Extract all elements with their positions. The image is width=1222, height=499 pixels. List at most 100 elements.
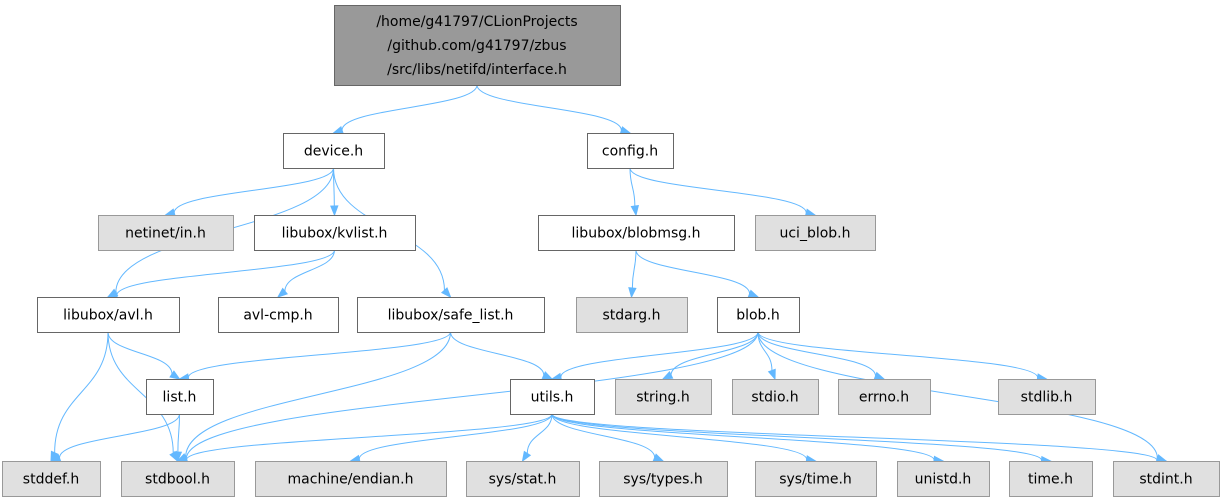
edge-list-to-stddef bbox=[49, 413, 180, 462]
edge-line bbox=[58, 413, 180, 459]
edge-line bbox=[551, 413, 1158, 461]
edge-arrowhead bbox=[440, 287, 452, 299]
edge-line bbox=[560, 331, 759, 378]
edge-line bbox=[631, 249, 637, 289]
edge-blob-to-stdlib bbox=[757, 331, 1048, 382]
edge-line bbox=[757, 331, 877, 376]
edge-utils-to-sys_time bbox=[551, 413, 817, 464]
node-label: stdlib.h bbox=[1021, 390, 1073, 406]
edge-safe_list-to-list bbox=[178, 331, 451, 382]
edge-arrowhead bbox=[332, 125, 344, 134]
node-box bbox=[255, 461, 447, 497]
edge-safe_list-to-utils bbox=[450, 331, 554, 380]
node-sys-types[interactable]: sys/types.h bbox=[599, 461, 728, 497]
edge-arrowhead bbox=[619, 126, 632, 135]
edge-config-to-blobmsg bbox=[629, 167, 639, 217]
node-safe-list[interactable]: libubox/safe_list.h bbox=[357, 297, 545, 333]
edge-utils-to-sys_stat bbox=[521, 413, 553, 463]
node-box bbox=[576, 297, 688, 333]
node-interface[interactable]: /home/g41797/CLionProjects/github.com/g4… bbox=[334, 5, 621, 86]
edge-line bbox=[476, 84, 622, 131]
node-box bbox=[755, 215, 876, 251]
node-box bbox=[146, 379, 214, 415]
edge-arrowhead bbox=[330, 205, 339, 217]
node-label: libubox/kvlist.h bbox=[282, 226, 388, 242]
node-stdarg[interactable]: stdarg.h bbox=[576, 297, 688, 333]
node-box bbox=[615, 379, 712, 415]
node-blobmsg[interactable]: libubox/blobmsg.h bbox=[538, 215, 735, 251]
edge-line bbox=[187, 331, 451, 378]
node-label: sys/types.h bbox=[623, 472, 702, 488]
edge-line bbox=[757, 331, 1158, 459]
edge-line bbox=[173, 167, 334, 213]
edge-line bbox=[116, 249, 335, 296]
edge-arrowhead bbox=[767, 368, 776, 381]
node-box bbox=[357, 297, 545, 333]
edge-device-to-netinet_in bbox=[164, 167, 334, 217]
node-label: stdarg.h bbox=[603, 308, 661, 324]
node-kvlist[interactable]: libubox/kvlist.h bbox=[254, 215, 416, 251]
node-sys-stat[interactable]: sys/stat.h bbox=[466, 461, 580, 497]
node-label: netinet/in.h bbox=[125, 226, 206, 242]
edge-line bbox=[635, 249, 751, 294]
edge-line bbox=[450, 331, 545, 376]
node-label: utils.h bbox=[531, 390, 574, 406]
edge-line bbox=[107, 331, 174, 454]
node-device[interactable]: device.h bbox=[283, 133, 385, 169]
edge-line bbox=[551, 413, 808, 460]
node-box bbox=[37, 297, 180, 333]
node-box bbox=[755, 461, 877, 497]
edge-line bbox=[551, 413, 1043, 461]
node-avl[interactable]: libubox/avl.h bbox=[37, 297, 180, 333]
node-list[interactable]: list.h bbox=[146, 379, 214, 415]
edge-arrowhead bbox=[661, 370, 674, 380]
node-label: stdio.h bbox=[751, 390, 798, 406]
node-box bbox=[732, 379, 819, 415]
node-stddef[interactable]: stddef.h bbox=[2, 461, 101, 497]
edge-line bbox=[670, 331, 759, 376]
node-string[interactable]: string.h bbox=[615, 379, 712, 415]
node-machine-endian[interactable]: machine/endian.h bbox=[255, 461, 447, 497]
node-label: blob.h bbox=[736, 308, 780, 324]
node-label: uci_blob.h bbox=[779, 226, 850, 242]
node-config[interactable]: config.h bbox=[587, 133, 674, 169]
node-label: libubox/avl.h bbox=[63, 308, 153, 324]
edge-blob-to-errno bbox=[757, 331, 886, 380]
edge-safe_list-to-stdbool bbox=[176, 331, 451, 462]
node-uci-blob[interactable]: uci_blob.h bbox=[755, 215, 876, 251]
node-stdio[interactable]: stdio.h bbox=[732, 379, 819, 415]
node-stdbool[interactable]: stdbool.h bbox=[121, 461, 235, 497]
edge-line bbox=[54, 331, 109, 453]
node-box bbox=[466, 461, 580, 497]
edge-line bbox=[526, 413, 553, 454]
edge-line bbox=[185, 331, 451, 458]
edge-arrowhead bbox=[173, 451, 183, 463]
node-stdint[interactable]: stdint.h bbox=[1113, 461, 1220, 497]
node-label: config.h bbox=[602, 144, 658, 160]
node-unistd[interactable]: unistd.h bbox=[897, 461, 990, 497]
edge-line bbox=[629, 167, 636, 207]
edge-interface-to-device bbox=[332, 84, 478, 134]
edge-arrowhead bbox=[521, 450, 532, 463]
node-stdlib[interactable]: stdlib.h bbox=[998, 379, 1096, 415]
edge-avl-to-list bbox=[107, 331, 181, 380]
edge-arrowhead bbox=[630, 205, 639, 217]
node-sys-time[interactable]: sys/time.h bbox=[755, 461, 877, 497]
edge-arrowhead bbox=[164, 208, 176, 217]
node-label: /home/g41797/CLionProjects bbox=[376, 14, 577, 30]
edge-utils-to-sys_types bbox=[551, 413, 665, 462]
node-time[interactable]: time.h bbox=[1009, 461, 1093, 497]
node-netinet-in[interactable]: netinet/in.h bbox=[98, 215, 234, 251]
node-blob[interactable]: blob.h bbox=[717, 297, 800, 333]
node-box bbox=[98, 215, 234, 251]
node-box bbox=[538, 215, 735, 251]
edge-line bbox=[185, 331, 759, 460]
edge-line bbox=[551, 413, 656, 458]
node-utils[interactable]: utils.h bbox=[510, 379, 595, 415]
node-avl-cmp[interactable]: avl-cmp.h bbox=[218, 297, 339, 333]
edge-line bbox=[629, 167, 807, 213]
node-errno[interactable]: errno.h bbox=[838, 379, 931, 415]
node-label: libubox/safe_list.h bbox=[388, 308, 514, 324]
edge-blob-to-utils bbox=[550, 331, 759, 382]
edge-avl-to-stddef bbox=[50, 331, 109, 463]
